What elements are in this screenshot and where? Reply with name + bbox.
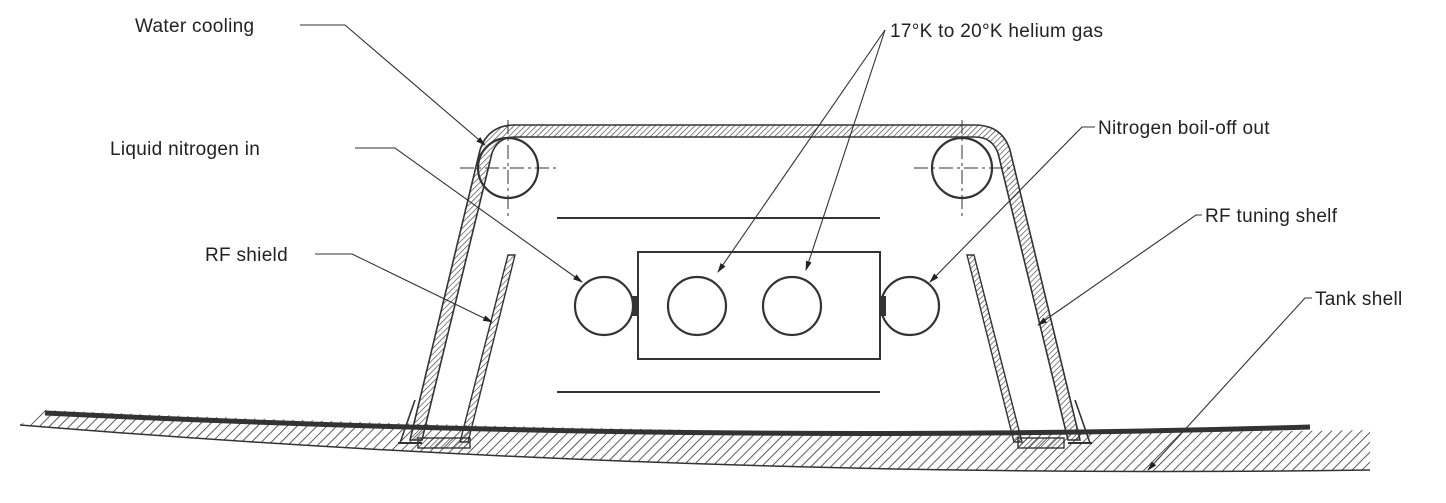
label-nitrogen-boil-off-out: Nitrogen boil-off out <box>1098 118 1270 139</box>
rf-shield-right <box>966 254 1065 449</box>
inner-plates <box>557 217 881 393</box>
label-liquid-nitrogen-in: Liquid nitrogen in <box>110 139 260 160</box>
label-rf-shield: RF shield <box>205 245 288 266</box>
label-water-cooling: Water cooling <box>135 16 254 37</box>
rf-shield-left <box>417 254 516 449</box>
tank-shell <box>19 410 1371 473</box>
leader-lines <box>300 24 1312 471</box>
nitrogen-boil-off-tube <box>879 275 941 337</box>
water-cooling-tube-left <box>460 120 558 218</box>
label-rf-tuning-shelf: RF tuning shelf <box>1205 206 1338 227</box>
helium-tube-right <box>761 275 823 337</box>
helium-tube-left <box>666 275 728 337</box>
label-tank-shell: Tank shell <box>1315 289 1403 310</box>
liquid-nitrogen-tube <box>573 275 639 337</box>
water-cooling-tube-right <box>914 120 1012 218</box>
label-helium-gas: 17°K to 20°K helium gas <box>890 21 1103 42</box>
